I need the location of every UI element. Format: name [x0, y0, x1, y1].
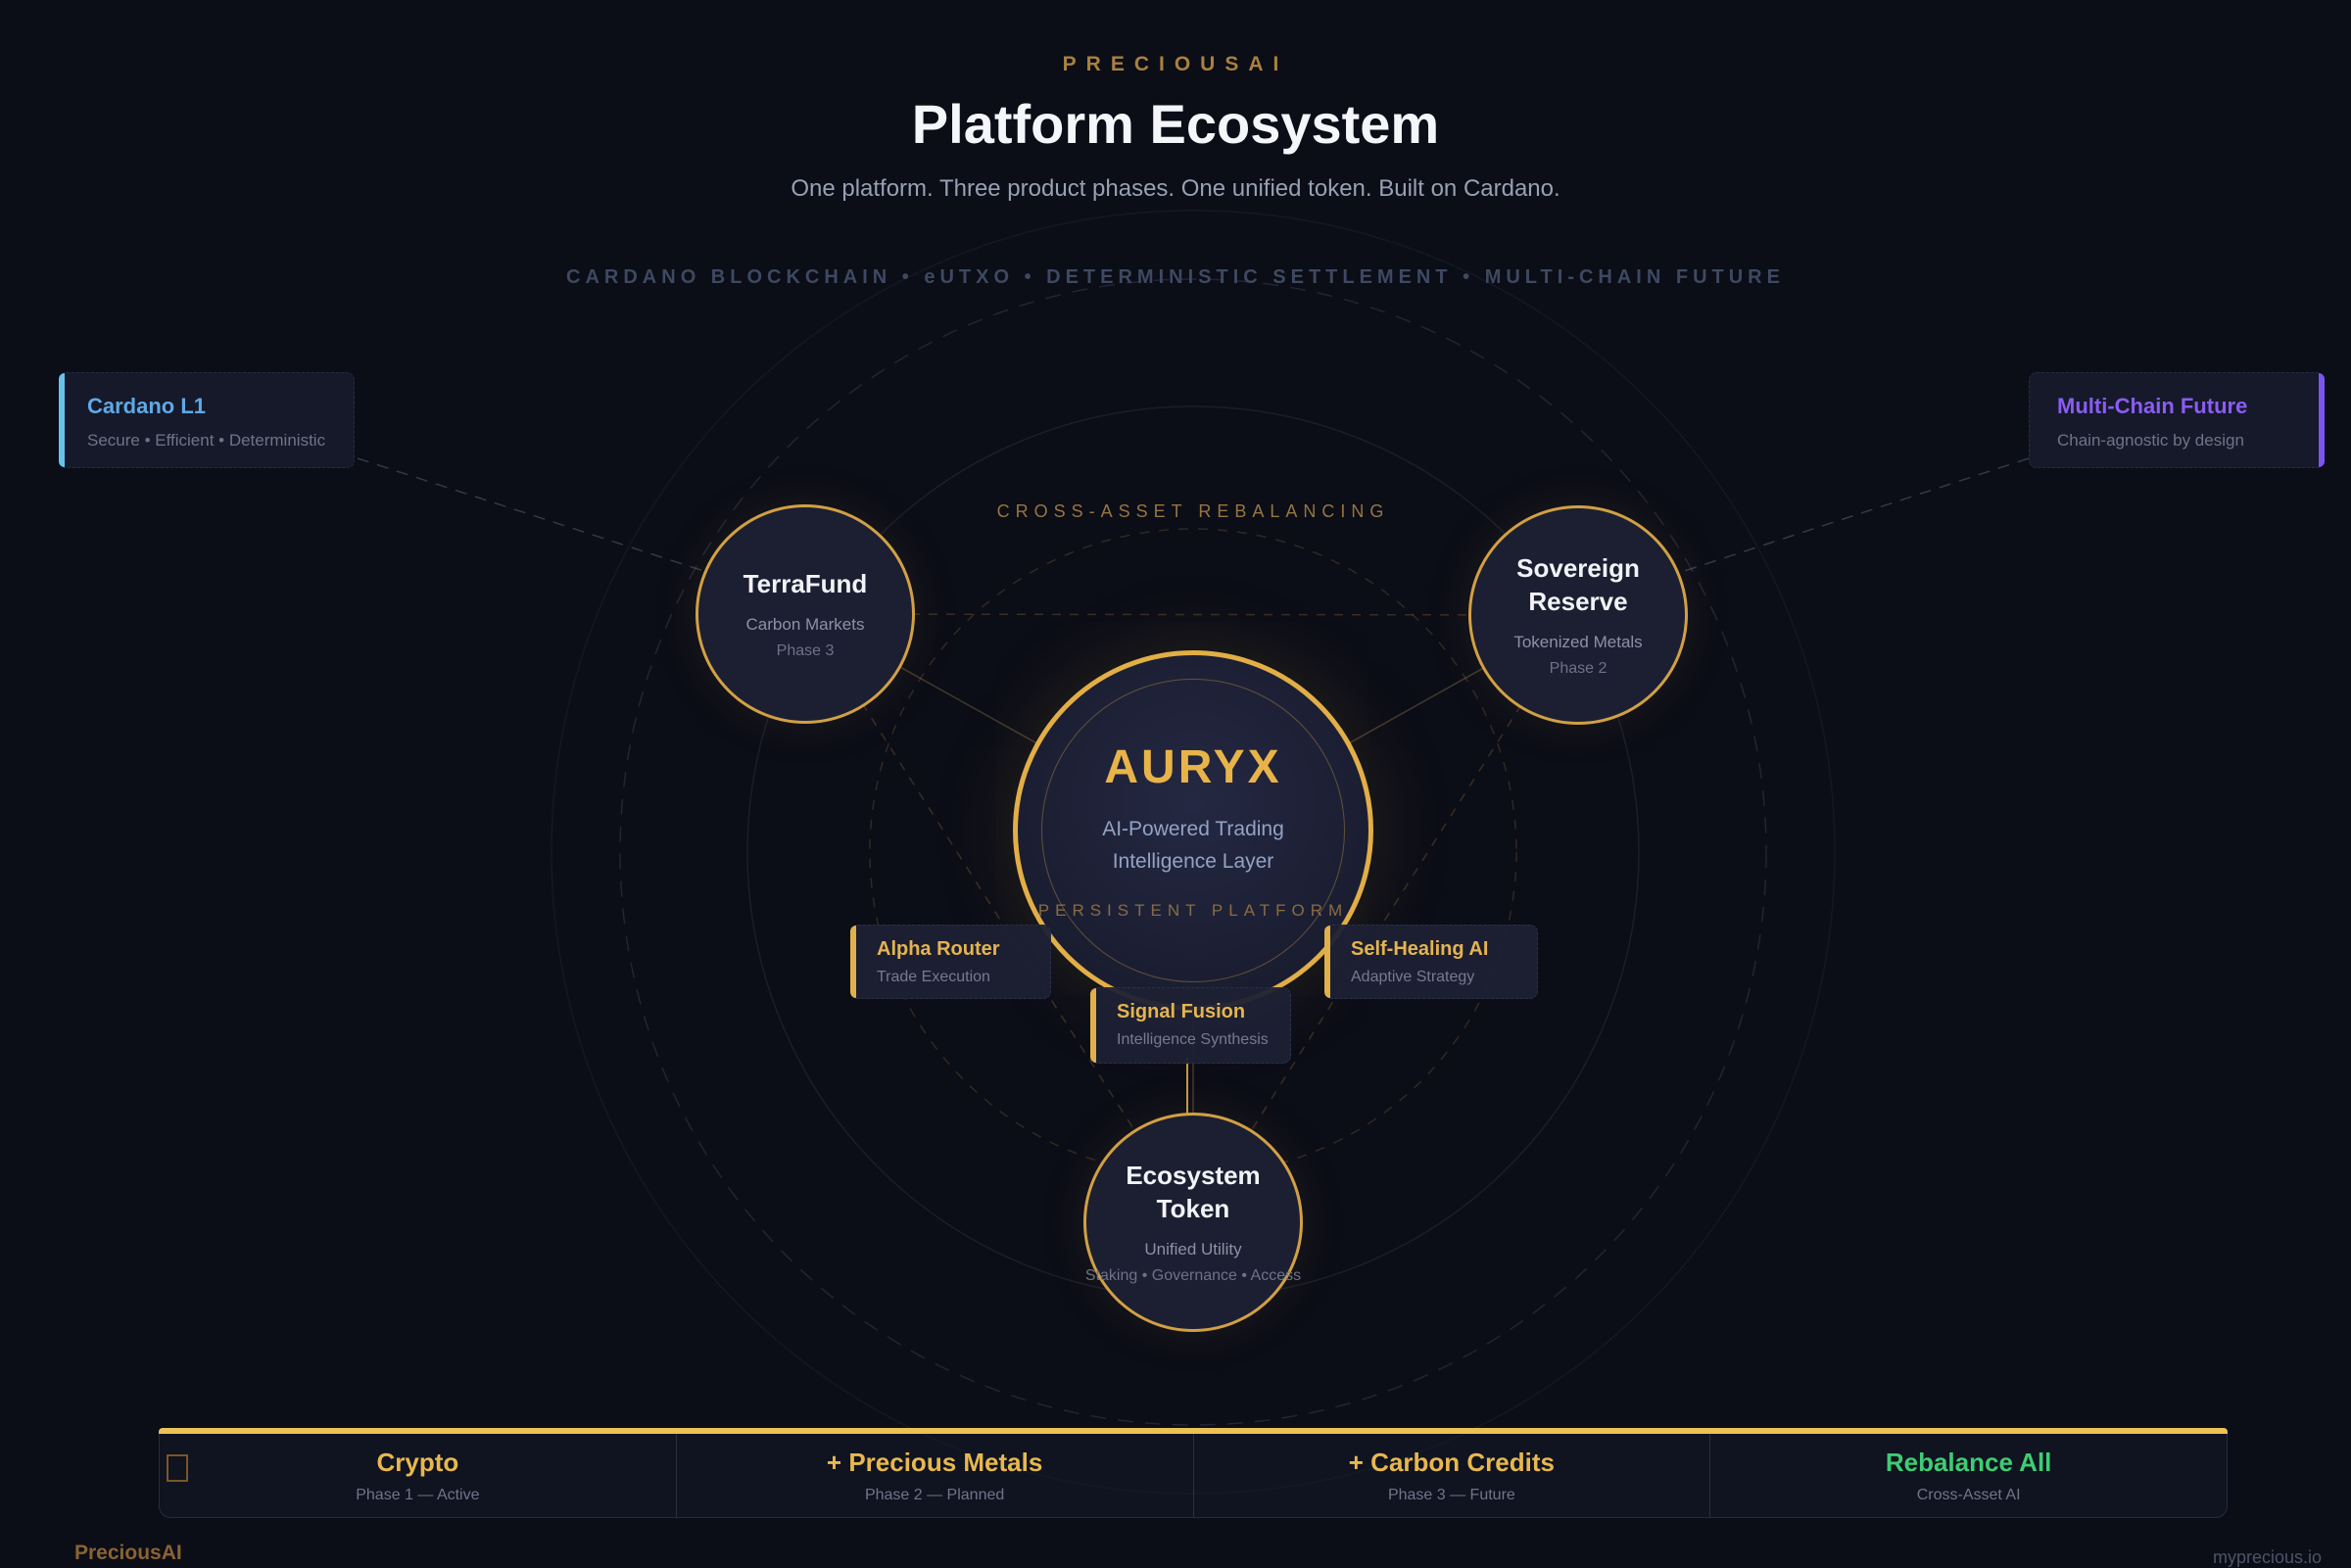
- timeline-segment-rebalance-all: Rebalance All Cross-Asset AI: [1709, 1434, 2227, 1517]
- timeline-segment-carbon-credits: + Carbon Credits Phase 3 — Future: [1192, 1434, 1710, 1517]
- ecosystem-token-name: Ecosystem Token: [1126, 1161, 1261, 1223]
- link-terrafund-sovereign: [804, 613, 1579, 616]
- link-terrafund-ecosystem: [804, 613, 1194, 1223]
- signal-fusion-accent-bar: [1090, 988, 1096, 1063]
- connector-cardano: [357, 457, 726, 579]
- brand-label: PRECIOUSAI: [1062, 53, 1289, 75]
- terrafund-detail: Carbon Markets: [745, 614, 865, 634]
- terrafund-node: TerraFund Carbon Markets Phase 3: [696, 504, 915, 724]
- self-healing-ai-card: Self-Healing AI Adaptive Strategy: [1324, 925, 1538, 999]
- timeline-rebalance-all-phase: Cross-Asset AI: [1916, 1486, 2021, 1503]
- timeline-segment-precious-metals: + Precious Metals Phase 2 — Planned: [675, 1434, 1193, 1517]
- ecosystem-token-phase: Staking • Governance • Access: [1084, 1266, 1302, 1284]
- self-healing-ai-title: Self-Healing AI: [1351, 938, 1489, 960]
- cardano-accent-bar: [59, 373, 65, 467]
- timeline-carbon-credits-phase: Phase 3 — Future: [1387, 1486, 1515, 1503]
- terrafund-name: TerraFund: [743, 569, 868, 599]
- tech-banner: CARDANO BLOCKCHAIN • eUTXO • DETERMINIST…: [566, 266, 1785, 288]
- multichain-accent-bar: [2319, 373, 2325, 467]
- timeline-rebalance-all-label: Rebalance All: [1885, 1447, 2052, 1477]
- multichain-card-subtitle: Chain-agnostic by design: [2057, 431, 2244, 450]
- multichain-card: Multi-Chain Future Chain-agnostic by des…: [2029, 372, 2325, 468]
- alpha-router-card: Alpha Router Trade Execution: [850, 925, 1051, 999]
- timeline-carbon-credits-label: + Carbon Credits: [1348, 1447, 1555, 1477]
- self-healing-ai-accent-bar: [1324, 926, 1330, 998]
- outer-dashed-orbit: [619, 278, 1767, 1426]
- phase-timeline: Crypto Phase 1 — Active + Precious Metal…: [159, 1428, 2228, 1518]
- multichain-card-title: Multi-Chain Future: [2057, 394, 2248, 418]
- link-sovereign-ecosystem: [1192, 614, 1579, 1223]
- sovereign-reserve-node: Sovereign Reserve Tokenized Metals Phase…: [1468, 505, 1688, 725]
- alpha-router-subtitle: Trade Execution: [877, 969, 990, 985]
- cross-asset-rebalancing-label: CROSS-ASSET REBALANCING: [996, 501, 1390, 521]
- signal-fusion-subtitle: Intelligence Synthesis: [1117, 1031, 1269, 1048]
- ecosystem-token-node: Ecosystem Token Unified Utility Staking …: [1083, 1113, 1303, 1332]
- page-subtitle: One platform. Three product phases. One …: [791, 175, 1560, 202]
- signal-fusion-title: Signal Fusion: [1117, 1001, 1246, 1022]
- self-healing-ai-subtitle: Adaptive Strategy: [1351, 969, 1475, 985]
- alpha-router-title: Alpha Router: [877, 938, 1000, 960]
- timeline-precious-metals-phase: Phase 2 — Planned: [864, 1486, 1005, 1503]
- footer-domain: myprecious.io: [2212, 1547, 2322, 1567]
- auryx-inner-ring: [1041, 679, 1345, 982]
- connector-multichain: [1656, 457, 2030, 581]
- sovereign-reserve-name: Sovereign Reserve: [1516, 553, 1640, 616]
- sovereign-reserve-detail: Tokenized Metals: [1513, 632, 1643, 651]
- timeline-crypto-phase: Phase 1 — Active: [356, 1486, 480, 1503]
- signal-fusion-card: Signal Fusion Intelligence Synthesis: [1090, 987, 1291, 1064]
- footer-brand: PreciousAI: [74, 1542, 182, 1564]
- page-header: PRECIOUSAI Platform Ecosystem One platfo…: [0, 53, 2351, 203]
- ecosystem-token-detail: Unified Utility: [1144, 1239, 1242, 1259]
- cardano-l1-card: Cardano L1 Secure • Efficient • Determin…: [59, 372, 355, 468]
- timeline-segment-crypto: Crypto Phase 1 — Active: [160, 1434, 676, 1517]
- cardano-card-subtitle: Secure • Efficient • Deterministic: [87, 431, 326, 450]
- auryx-hub-node: AURYX AI-Powered Trading Intelligence La…: [1013, 650, 1373, 1011]
- rebalancing-dashed-ring: [869, 528, 1517, 1176]
- timeline-panel: Crypto Phase 1 — Active + Precious Metal…: [159, 1434, 2228, 1518]
- timeline-precious-metals-label: + Precious Metals: [826, 1447, 1043, 1477]
- cardano-card-title: Cardano L1: [87, 394, 207, 418]
- page-title: Platform Ecosystem: [911, 93, 1440, 155]
- terrafund-phase: Phase 3: [776, 641, 835, 659]
- timeline-gold-bar: [159, 1428, 2228, 1434]
- timeline-crypto-label: Crypto: [376, 1447, 459, 1477]
- missing-glyph-box-icon: [167, 1454, 188, 1482]
- alpha-router-accent-bar: [850, 926, 856, 998]
- sovereign-reserve-phase: Phase 2: [1549, 659, 1607, 677]
